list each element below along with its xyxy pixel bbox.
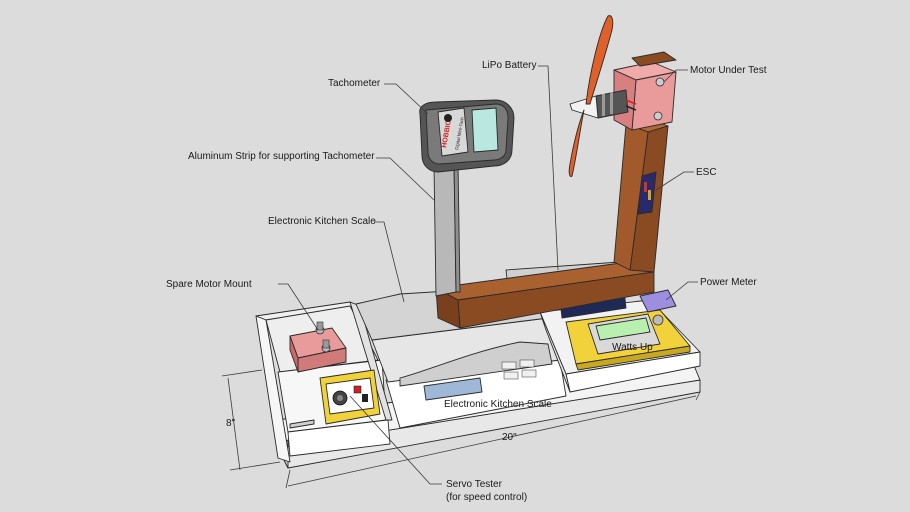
- label-kitchen-scale: Electronic Kitchen Scale: [268, 216, 376, 227]
- dimension-height: 8": [221, 369, 281, 471]
- callout-labels: Tachometer LiPo Battery Motor Under Test…: [166, 60, 767, 503]
- label-esc: ESC: [696, 167, 717, 178]
- leader-lines: [278, 65, 698, 485]
- power-meter-brand: Watts Up: [612, 342, 653, 353]
- svg-text:Electronic Kitchen Scale: Electronic Kitchen Scale: [444, 399, 552, 410]
- spare-motor-mount: [289, 321, 347, 373]
- servo-tester: [319, 369, 381, 425]
- label-lipo-battery: LiPo Battery: [482, 60, 536, 71]
- power-meter: Watts Up: [565, 289, 691, 371]
- dimension-width: 20": [285, 391, 701, 489]
- label-power-meter: Power Meter: [700, 277, 757, 288]
- label-tachometer: Tachometer: [328, 78, 381, 89]
- tachometer: HOBBICO Digital Mini-Tach: [419, 99, 515, 173]
- width-dimension-label: 20": [502, 432, 517, 443]
- label-aluminum-strip: Aluminum Strip for supporting Tachometer: [188, 151, 375, 162]
- propeller: [568, 15, 614, 177]
- label-servo-tester-note: (for speed control): [446, 492, 527, 503]
- label-servo-tester: Servo Tester: [446, 479, 503, 490]
- aluminum-strip: [433, 161, 461, 297]
- tachometer-model: Digital Mini-Tach: [454, 116, 465, 150]
- esc: [637, 171, 657, 215]
- height-dimension-label: 8": [226, 418, 236, 429]
- label-spare-motor-mount: Spare Motor Mount: [166, 279, 252, 290]
- label-motor-under-test: Motor Under Test: [690, 65, 767, 76]
